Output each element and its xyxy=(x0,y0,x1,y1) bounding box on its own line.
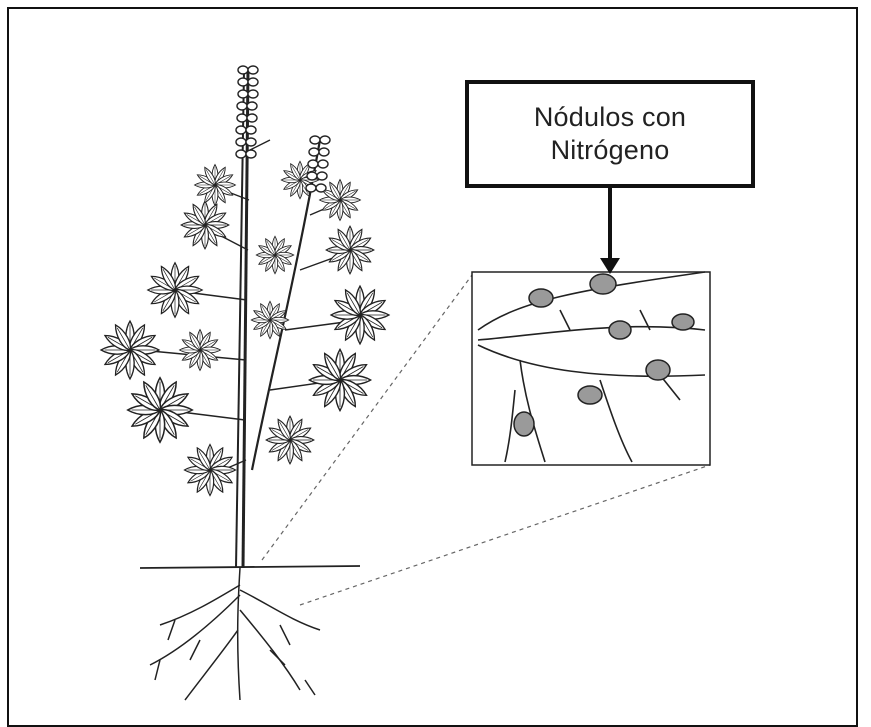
arrow-down-icon xyxy=(600,188,620,274)
plant-illustration xyxy=(101,66,389,700)
root-nodules-inset xyxy=(472,272,710,465)
callout-line-2: Nitrógeno xyxy=(551,134,670,167)
nodules-callout-label: Nódulos con Nitrógeno xyxy=(465,80,755,188)
callout-line-1: Nódulos con xyxy=(534,101,686,134)
